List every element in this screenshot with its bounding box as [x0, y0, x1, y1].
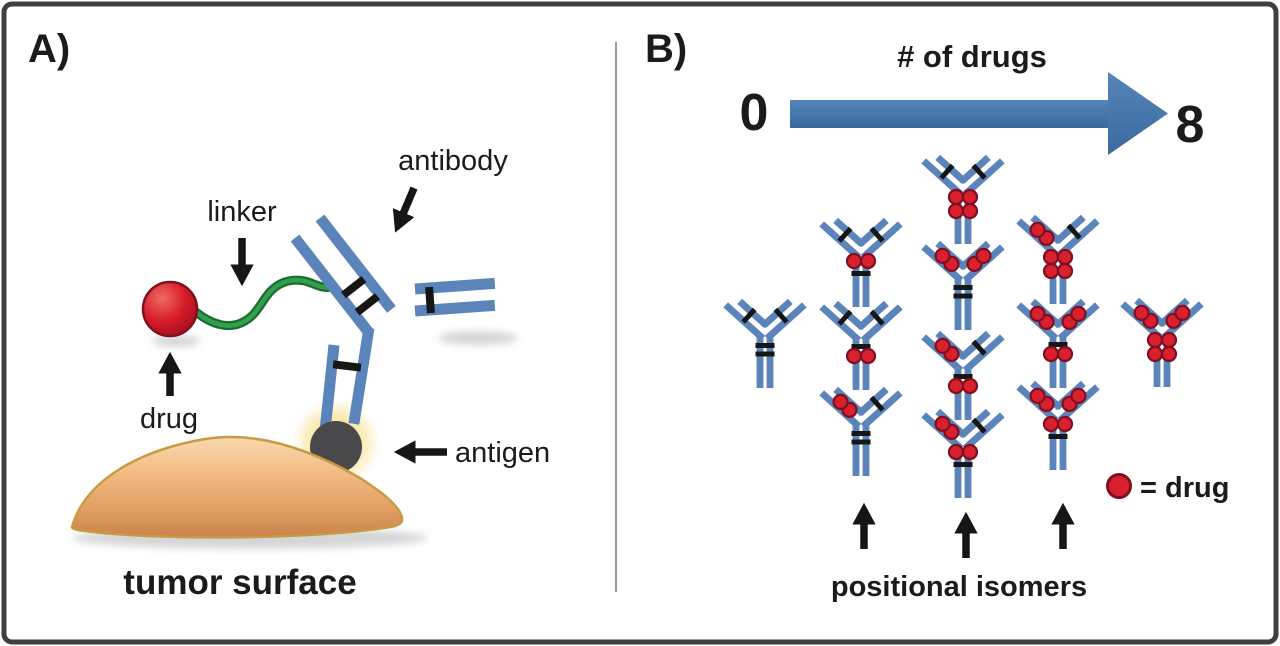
drug-icon [1160, 345, 1178, 363]
antibody-glyph-dar-6 [1016, 380, 1100, 470]
scale-min-label: 0 [740, 84, 769, 142]
drug-icon [1056, 415, 1074, 433]
drug-icon [1029, 305, 1046, 322]
drug-icon [947, 188, 965, 206]
drug-icon [1070, 387, 1087, 404]
panel-b-label: B) [645, 27, 687, 71]
antibody-glyph-dar-2 [819, 386, 903, 476]
drug-icon [961, 377, 979, 395]
drug-icon [1042, 248, 1060, 266]
drug-label: drug [140, 403, 198, 435]
drug-icon [859, 347, 877, 365]
drug-icon [1042, 415, 1060, 433]
drug-icon [1056, 248, 1074, 266]
stem-bar [348, 327, 375, 425]
drug-icon [1056, 262, 1074, 280]
positional-isomers-label: positional isomers [831, 571, 1087, 603]
antibody-glyph-dar-6 [1016, 298, 1100, 388]
drug-icon [1029, 387, 1046, 404]
antibody-grid [723, 154, 1204, 498]
light-chain-bar [315, 214, 396, 313]
drug-icon [832, 393, 849, 410]
antibody-glyph-dar-4 [921, 330, 1005, 420]
antigen-label: antigen [455, 437, 550, 469]
drug-icon [961, 443, 979, 461]
drug-icon [947, 377, 965, 395]
drug-icon [1029, 221, 1046, 238]
antibody-glyph-dar-4 [921, 154, 1005, 244]
drug-legend: = drug [1106, 472, 1229, 504]
drug-icon [845, 347, 863, 365]
drug-legend-icon [1106, 473, 1132, 499]
panel-a: A) [28, 27, 550, 602]
drug-icon [947, 202, 965, 220]
heavy-chain-bar [290, 234, 374, 336]
disulfide-tick [354, 293, 381, 316]
drug-icon [1070, 305, 1087, 322]
drug-icon [1174, 304, 1191, 321]
heavy-chain-bar [414, 277, 496, 295]
drug-count-title: # of drugs [897, 39, 1047, 74]
disulfide-tick [340, 275, 367, 299]
antibody-glyph-dar-2 [819, 300, 903, 390]
antibody-arrow [392, 186, 418, 233]
drug-icon [961, 188, 979, 206]
antibody-glyph-dar-4 [921, 240, 1005, 330]
drug-icon [1056, 345, 1074, 363]
drug-icon [947, 443, 965, 461]
drug-icon [934, 415, 951, 432]
drug-icon [975, 247, 992, 264]
tumor-surface-label: tumor surface [123, 563, 356, 602]
disulfide-tick [332, 360, 362, 372]
disulfide-tick [425, 286, 435, 314]
isomer-arrows [852, 502, 1075, 558]
drug-icon [859, 252, 877, 270]
drug-sphere [141, 280, 199, 338]
drug-count-arrow [790, 72, 1168, 155]
tumor-dome [70, 435, 404, 539]
antibody-glyph-dar-6 [1016, 214, 1100, 304]
drug-icon [934, 337, 951, 354]
drug-icon [1160, 331, 1178, 349]
drug-legend-label: = drug [1140, 472, 1229, 504]
panel-a-label: A) [28, 27, 70, 71]
drug-icon [1146, 331, 1164, 349]
antibody-glyph-dar-0 [723, 298, 807, 388]
drug-icon [1042, 345, 1060, 363]
antibody-arm-shadow [438, 331, 518, 345]
antibody-glyph [290, 214, 496, 428]
antibody-glyph-dar-8 [1120, 297, 1204, 387]
linker-line [191, 275, 337, 331]
linker-label: linker [207, 196, 277, 228]
antibody-label: antibody [398, 145, 508, 177]
scale-max-label: 8 [1176, 96, 1205, 154]
drug-icon [1146, 345, 1164, 363]
drug-icon [845, 252, 863, 270]
drug-icon [1042, 262, 1060, 280]
drug-icon [961, 202, 979, 220]
drug-shadow [152, 335, 200, 347]
panel-b: B) # of drugs 0 8 = drug positional isom… [645, 27, 1229, 603]
antibody-glyph-dar-2 [819, 217, 903, 307]
antibody-glyph-dar-4 [921, 408, 1005, 498]
drug-icon [1133, 304, 1150, 321]
drug-icon [934, 247, 951, 264]
